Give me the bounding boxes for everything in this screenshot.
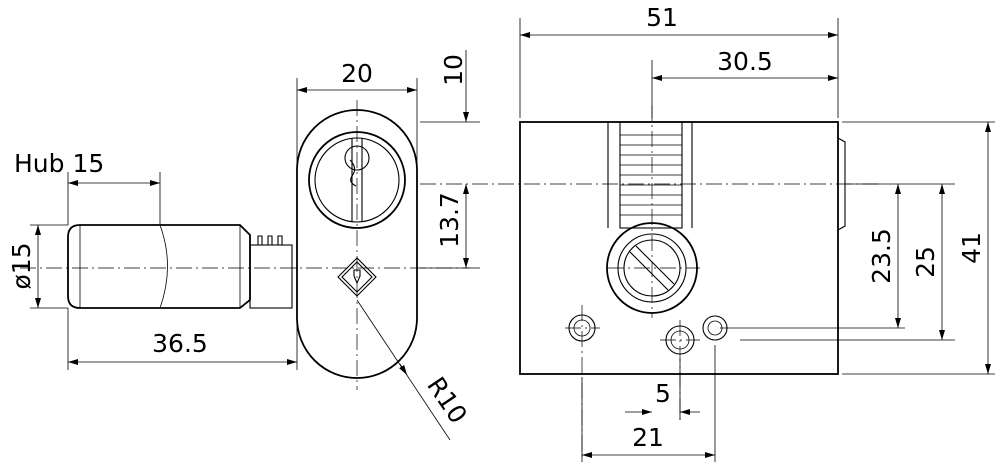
label-51: 51 <box>646 3 678 32</box>
dimension-labels: 51 30.5 20 10 13.7 Hub 15 ø15 36.5 R10 2… <box>7 3 986 452</box>
label-23-5: 23.5 <box>867 228 896 284</box>
label-36-5: 36.5 <box>152 329 208 358</box>
label-hub: Hub 15 <box>14 149 104 178</box>
label-r10: R10 <box>421 372 473 429</box>
shaft <box>67 224 293 309</box>
label-5: 5 <box>655 379 671 408</box>
label-13-7: 13.7 <box>435 192 464 248</box>
label-21: 21 <box>632 423 664 452</box>
label-25: 25 <box>911 246 940 278</box>
label-30-5: 30.5 <box>717 47 773 76</box>
label-dia-15: ø15 <box>7 242 36 289</box>
extension-lines <box>30 18 995 462</box>
label-41: 41 <box>957 232 986 264</box>
label-10: 10 <box>439 54 468 86</box>
label-20: 20 <box>341 59 373 88</box>
dimension-lines <box>35 32 991 458</box>
cylinder-side <box>519 121 846 375</box>
cylinder-front <box>296 109 418 379</box>
